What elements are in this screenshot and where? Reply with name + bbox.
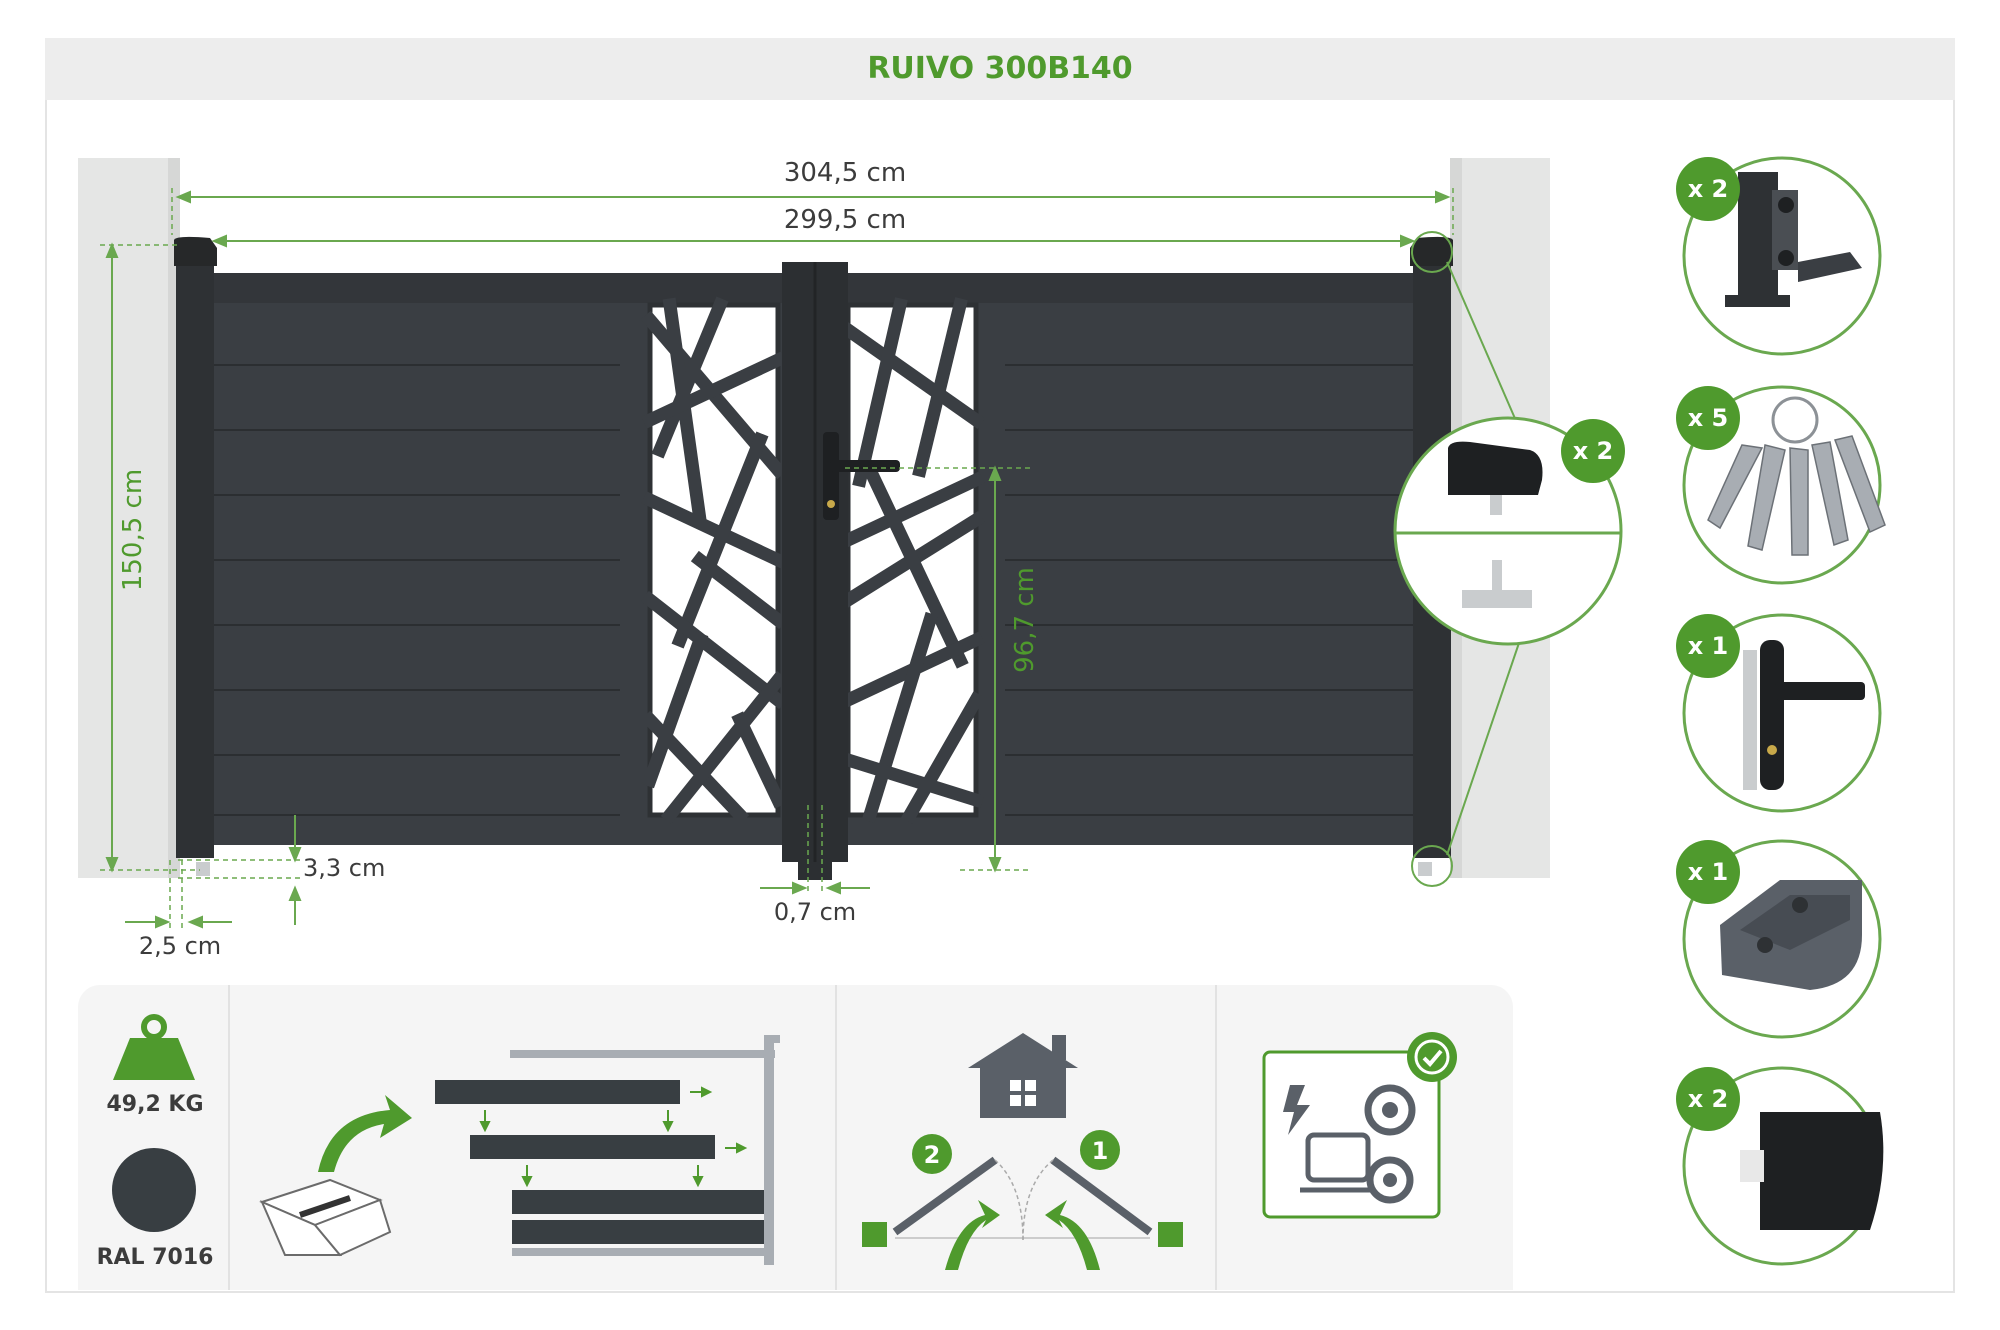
post-cap-icon xyxy=(1448,441,1543,495)
leaf-width-label: 299,5 cm xyxy=(783,205,907,235)
left-post xyxy=(78,158,178,878)
house-icon xyxy=(968,1033,1078,1118)
ground-gap-label: 3,3 cm xyxy=(303,854,386,882)
box-icon xyxy=(259,1178,392,1257)
left-leaf-top-rail xyxy=(214,273,789,303)
accessory-qty-3: x 1 xyxy=(1687,632,1729,660)
page-title: RUIVO 300B140 xyxy=(867,51,1133,86)
step-two-badge xyxy=(912,1134,952,1174)
title-bar xyxy=(45,38,1955,100)
cap-qty-badge xyxy=(1561,419,1625,483)
cap-qty-label: x 2 xyxy=(1572,437,1614,465)
decor-pattern xyxy=(640,296,986,825)
post-gap-label: 2,5 cm xyxy=(138,932,222,960)
motor-compatible-icon xyxy=(1262,1032,1457,1219)
opening-icon xyxy=(862,1130,1183,1270)
handle-lever xyxy=(830,460,900,472)
accessory-qty-4: x 1 xyxy=(1687,858,1729,886)
accessory-qty-1: x 2 xyxy=(1687,175,1729,203)
divider xyxy=(228,985,230,1290)
divider xyxy=(835,985,837,1290)
hinge-icon xyxy=(1725,172,1862,307)
panels-stack-icon xyxy=(435,1035,780,1265)
right-cap xyxy=(1410,236,1453,266)
profile-icon xyxy=(1740,1112,1884,1230)
color-swatch-icon xyxy=(112,1148,196,1232)
color-label: RAL 7016 xyxy=(96,1245,214,1270)
accessory-qty-2: x 5 xyxy=(1687,404,1729,432)
right-leaf-top-rail xyxy=(845,273,1413,303)
handle-plate xyxy=(823,432,839,520)
left-cap xyxy=(174,236,217,266)
left-gate-post xyxy=(176,248,214,858)
gate-stop-icon xyxy=(1720,880,1862,990)
weight-label: 49,2 KG xyxy=(106,1092,204,1117)
step-one-label: 1 xyxy=(1091,1137,1109,1165)
divider xyxy=(1215,985,1217,1290)
step-two-label: 2 xyxy=(923,1141,941,1169)
accessory-qty-5: x 2 xyxy=(1687,1085,1729,1113)
weight-icon xyxy=(113,1014,195,1080)
overall-width-label: 304,5 cm xyxy=(783,158,907,188)
center-gap-label: 0,7 cm xyxy=(773,898,857,926)
step-one-badge xyxy=(1080,1130,1120,1170)
keys-icon xyxy=(1707,396,1886,556)
handle-lock-icon xyxy=(1743,640,1865,790)
unpack-arrow-icon xyxy=(318,1095,412,1172)
